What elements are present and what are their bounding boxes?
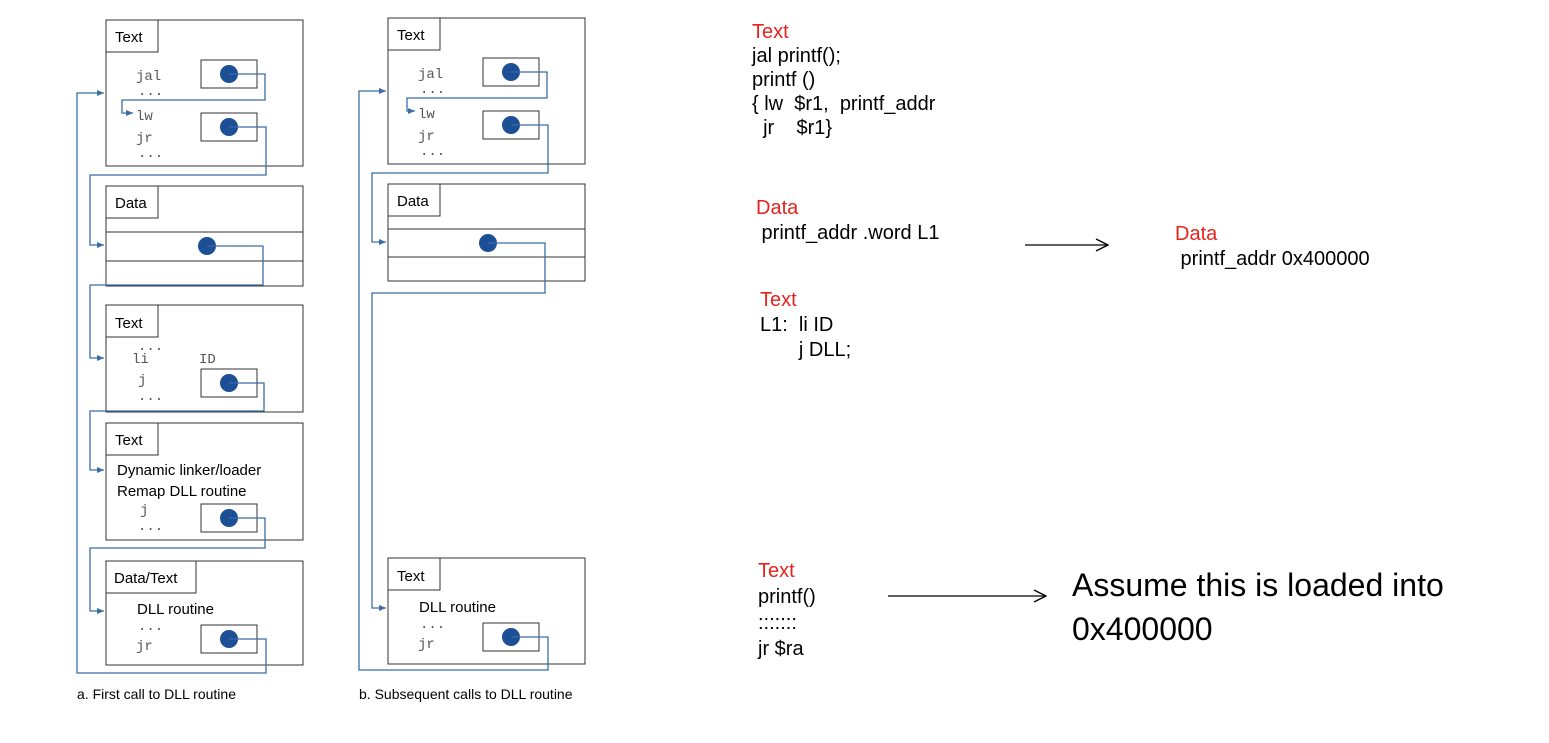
a-text2-box (105, 304, 304, 413)
b-dll-dots: ... (420, 617, 445, 633)
b-text1-jal: jal (418, 67, 443, 83)
note-text-line: { lw $r1, printf_addr (752, 93, 936, 115)
a-arrow-lw-to-data (89, 126, 267, 248)
a-text3-dots: ... (138, 519, 163, 535)
a-text1-label-box (105, 19, 159, 53)
a-text2-dots2: ... (138, 389, 163, 405)
note-l1-block: Text L1: li ID j DLL; (760, 288, 851, 363)
b-text1-label-box (387, 17, 441, 51)
b-arrow-lw-to-data (371, 124, 549, 245)
note-text-line: jr $r1} (752, 117, 833, 139)
b-dll-routine: DLL routine (419, 599, 496, 616)
b-text1-box (387, 17, 586, 165)
note-data-line: printf_addr .word L1 (756, 222, 940, 244)
b-text1-dots2: ... (420, 144, 445, 160)
b-dll-jr: jr (418, 637, 435, 653)
a-text1-dots2: ... (138, 146, 163, 162)
b-data-label-box (387, 183, 441, 217)
b-text1-dots1: ... (420, 82, 445, 98)
a-text2-li: li (132, 352, 149, 368)
a-arrow-data-to-text2 (89, 245, 264, 361)
b-arrow-dll-return (358, 88, 549, 671)
a-dll-label: Data/Text (114, 570, 178, 587)
note-text-line: printf () (752, 69, 816, 91)
a-arrow-dll-return (76, 90, 267, 674)
a-text3-label: Text (115, 432, 143, 449)
a-text3-j: j (140, 503, 148, 519)
a-arrow-jal-to-lw (121, 73, 266, 116)
b-text1-label: Text (397, 27, 425, 44)
note-data-block: Data printf_addr .word L1 (756, 196, 939, 246)
b-arrow-jal-to-lw (406, 71, 548, 114)
note-printf-label: Text (758, 560, 795, 582)
a-caption: a. First call to DLL routine (77, 686, 236, 702)
b-data-box (387, 183, 586, 282)
b-dll-box (387, 557, 586, 665)
note-l1-line: j DLL; (760, 339, 852, 361)
a-text2-label-box (105, 304, 159, 338)
a-text2-dots1: ... (138, 339, 163, 355)
b-data-label: Data (397, 193, 429, 210)
b-dll-label-box (387, 557, 441, 591)
a-text1-box (105, 19, 304, 167)
b-arrow-data-to-dll (371, 242, 546, 611)
a-text1-jal: jal (136, 69, 161, 85)
load-assumption-line: Assume this is loaded into (1072, 567, 1444, 603)
b-text1-jr: jr (418, 129, 435, 145)
a-text1-dots1: ... (138, 84, 163, 100)
diagram-a: Text jal ... lw jr ... Data Text ... li … (76, 19, 304, 702)
note-printf-block: Text printf() ::::::: jr $ra (758, 558, 816, 662)
load-assumption-address: 0x400000 (1072, 611, 1213, 647)
a-dll-box (105, 560, 304, 666)
note-data-result-block: Data printf_addr 0x400000 (1175, 222, 1370, 272)
b-text1-lw: lw (418, 107, 435, 123)
a-connectors (76, 73, 267, 674)
a-data-label-box (105, 185, 159, 219)
b-dll-label: Text (397, 568, 425, 585)
a-dll-routine: DLL routine (137, 601, 214, 618)
a-remap-line: Remap DLL routine (117, 483, 247, 500)
a-dll-label-box (105, 560, 197, 594)
b-connectors (358, 71, 549, 671)
a-data-label: Data (115, 195, 147, 212)
note-printf-line: printf() (758, 586, 816, 608)
a-arrow-linker-to-dll (89, 517, 266, 614)
note-l1-line: L1: li ID (760, 314, 834, 336)
a-arrow-text2-to-linker (89, 382, 265, 473)
a-text1-label: Text (115, 29, 143, 46)
a-dll-dots: ... (138, 619, 163, 635)
note-printf-line: ::::::: (758, 612, 797, 634)
a-linker-line: Dynamic linker/loader (117, 462, 261, 479)
a-text1-lw: lw (136, 109, 153, 125)
note-printf-line: jr $ra (758, 638, 804, 660)
diagram-b: Text jal ... lw jr ... Data Text DLL rou… (358, 17, 586, 702)
note-l1-label: Text (760, 289, 797, 311)
note-text-line: jal printf(); (752, 45, 841, 67)
a-text2-j: j (138, 373, 146, 389)
note-text-block: Text jal printf(); printf () { lw $r1, p… (752, 20, 935, 140)
b-caption: b. Subsequent calls to DLL routine (359, 686, 573, 702)
load-assumption-note: Assume this is loaded into 0x400000 (1072, 563, 1444, 651)
note-text-label: Text (752, 21, 789, 43)
note-data-label: Data (756, 197, 799, 219)
a-dll-jr: jr (136, 639, 153, 655)
note-data-result-line: printf_addr 0x400000 (1175, 248, 1370, 270)
a-text2-id: ID (199, 352, 216, 368)
a-text2-label: Text (115, 315, 143, 332)
a-text3-label-box (105, 422, 159, 456)
note-data-result-label: Data (1175, 223, 1218, 245)
a-text3-box (105, 422, 304, 541)
a-data-box (105, 185, 304, 287)
a-text1-jr: jr (136, 131, 153, 147)
